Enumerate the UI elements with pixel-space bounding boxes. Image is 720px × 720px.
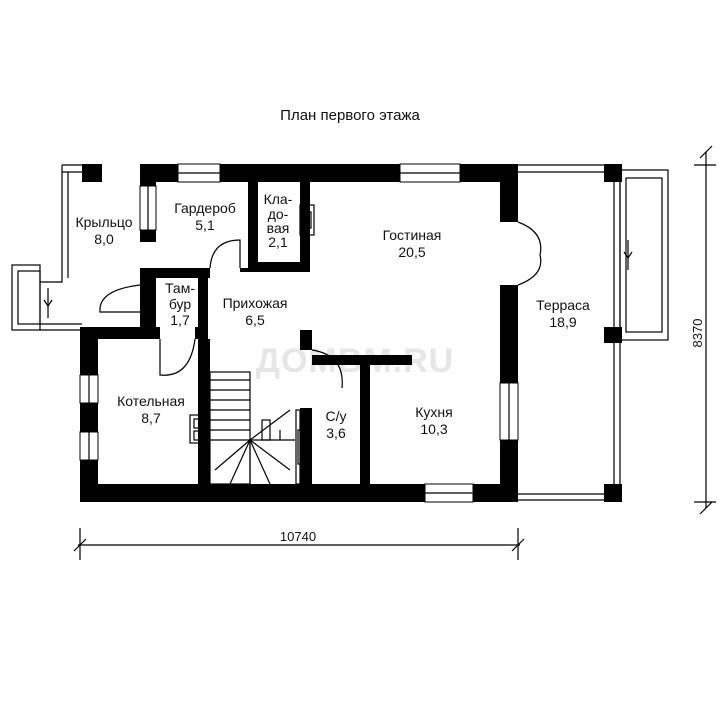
room-kladovaya: Кла- до- вая 2,1: [264, 191, 293, 250]
room-kladovaya-l2: до-: [268, 206, 289, 222]
walls: [80, 164, 622, 502]
room-tambur-l1: Там-: [165, 280, 195, 296]
room-tambur: Там- бур 1,7: [165, 280, 195, 328]
windows: [79, 163, 519, 503]
room-krylco: Крыльцо 8,0: [75, 214, 132, 247]
room-su-name: С/у: [326, 408, 347, 424]
plan-title: План первого этажа: [280, 107, 420, 124]
room-terrasa-name: Терраса: [536, 297, 590, 313]
room-kuhnya-name: Кухня: [415, 404, 452, 420]
doors: [99, 204, 542, 389]
fixtures: [189, 414, 309, 465]
room-gostinaya: Гостиная 20,5: [383, 227, 442, 260]
porch-outline: [11, 164, 82, 331]
room-garderob-area: 5,1: [195, 217, 215, 233]
room-garderob: Гардероб 5,1: [174, 200, 236, 233]
room-krylco-area: 8,0: [94, 231, 114, 247]
dimension-depth-label: 8370: [690, 319, 705, 348]
room-prihozhaya-area: 6,5: [245, 312, 265, 328]
room-kladovaya-area: 2,1: [268, 234, 288, 250]
room-prihozhaya: Прихожая 6,5: [223, 295, 288, 328]
room-kuhnya-area: 10,3: [420, 421, 447, 437]
dimension-width: 10740: [73, 528, 525, 560]
room-garderob-name: Гардероб: [174, 200, 236, 216]
dimension-width-label: 10740: [280, 529, 316, 544]
room-kotelnaya-area: 8,7: [141, 410, 161, 426]
room-su-area: 3,6: [326, 425, 346, 441]
room-kladovaya-l3: вая: [267, 220, 290, 236]
room-terrasa-area: 18,9: [549, 314, 576, 330]
room-gostinaya-area: 20,5: [398, 244, 425, 260]
room-kuhnya: Кухня 10,3: [415, 404, 452, 437]
room-gostinaya-name: Гостиная: [383, 227, 442, 243]
room-prihozhaya-name: Прихожая: [223, 295, 288, 311]
room-kotelnaya: Котельная 8,7: [117, 393, 185, 426]
room-su: С/у 3,6: [326, 408, 347, 441]
stairs: [209, 371, 301, 485]
room-terrasa: Терраса 18,9: [536, 297, 590, 330]
terrace-outline: [518, 164, 669, 501]
dimension-depth: 8370: [690, 145, 716, 515]
room-krylco-name: Крыльцо: [75, 214, 132, 230]
room-tambur-area: 1,7: [170, 312, 190, 328]
room-kotelnaya-name: Котельная: [117, 393, 185, 409]
room-tambur-l2: бур: [169, 296, 192, 312]
room-kladovaya-l1: Кла-: [264, 191, 293, 207]
